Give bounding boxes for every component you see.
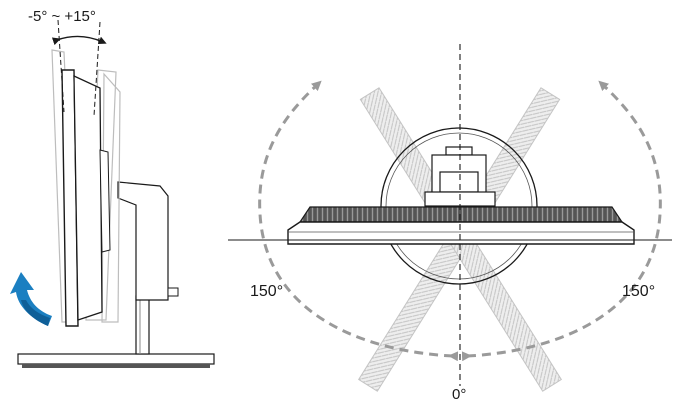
tilt-direction-arrow [10,272,52,326]
swivel-top-view [228,44,672,392]
swivel-left-label: 150° [250,283,284,300]
stand-column [135,295,150,355]
tilt-range-arrow [51,35,107,46]
tilt-range-label: -5° ~ +15° [28,8,96,25]
tilt-side-view [10,19,215,368]
stand-upper [117,181,169,301]
swivel-right-label: 150° [622,283,656,300]
swivel-arc-right [461,80,662,362]
monitor-panel-top [287,206,635,245]
monitor-base [17,353,215,365]
swivel-arc-left [258,80,459,362]
monitor-panel-side [61,69,111,327]
swivel-zero-label: 0° [452,386,467,403]
